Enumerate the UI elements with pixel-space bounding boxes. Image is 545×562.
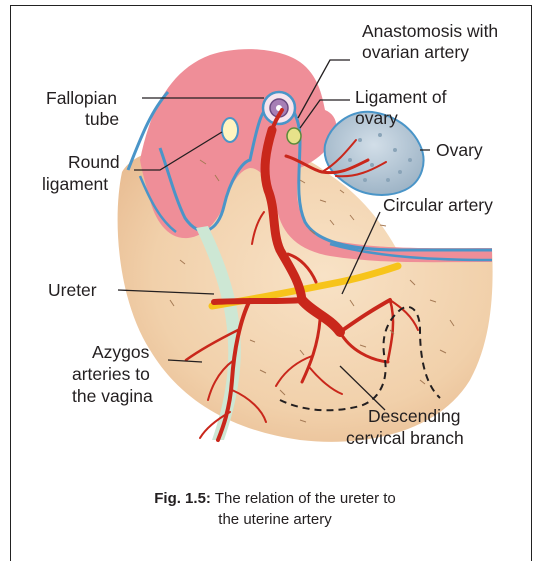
caption-fig-label: Fig. 1.5: [154,490,211,507]
label-fallopian-line2: tube [85,109,119,129]
label-ligament-ovary-line1: Ligament of [355,87,447,107]
label-descending-line1: Descending [368,406,460,426]
round-ligament-shape [222,118,238,142]
label-ureter: Ureter [48,280,97,300]
label-anastomosis-line1: Anastomosis with [362,21,498,41]
caption-line1: The relation of the ureter to [215,490,396,507]
figure-caption: Fig. 1.5: The relation of the ureter to [40,490,510,507]
label-anastomosis-line2: ovarian artery [362,42,469,62]
label-round-ligament-line1: Round [68,152,120,172]
figure-caption-line2: the uterine artery [40,511,510,528]
label-azygos-line1: Azygos [92,342,150,362]
label-circular-artery: Circular artery [383,195,493,215]
label-round-ligament-line2: ligament [42,174,108,194]
label-descending-line2: cervical branch [346,428,464,448]
ovarian-ligament-shape [287,128,301,144]
label-azygos-line3: the vagina [72,386,153,406]
label-ovary: Ovary [436,140,483,160]
caption-line2: the uterine artery [218,511,331,528]
label-ligament-ovary-line2: ovary [355,108,398,128]
label-azygos-line2: arteries to [72,364,150,384]
label-fallopian-line1: Fallopian [46,88,117,108]
uterine-artery-diagram: Anastomosis with ovarian artery Fallopia… [0,0,545,470]
